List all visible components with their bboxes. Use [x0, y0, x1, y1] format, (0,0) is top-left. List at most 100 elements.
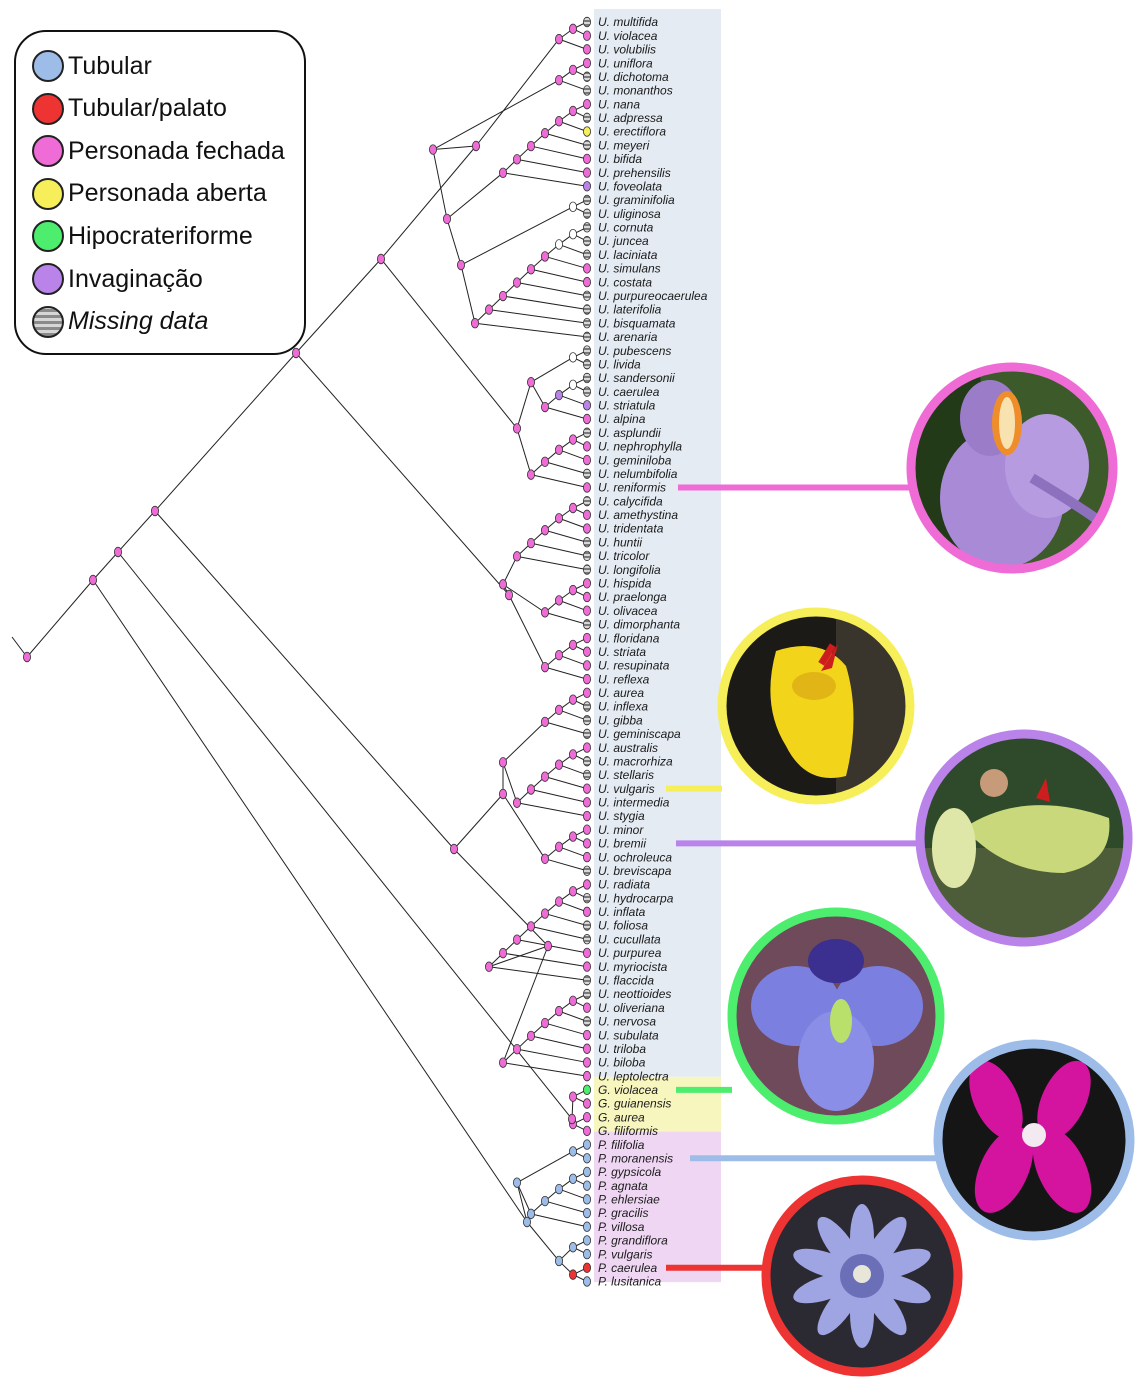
taxon-label: U. huntii [598, 535, 642, 549]
ancestral-node [555, 842, 562, 852]
taxon-label: U. biloba [598, 1056, 646, 1070]
tree-branch [517, 283, 587, 296]
tree-branch [559, 847, 587, 857]
ancestral-node [513, 935, 520, 945]
tip-marker [583, 414, 590, 424]
ancestral-node [541, 854, 548, 864]
ancestral-node [569, 640, 576, 650]
tip-marker [583, 866, 590, 876]
ancestral-node [457, 260, 464, 270]
legend-label: Tubular [68, 52, 152, 81]
taxon-label: U. bisquamata [598, 316, 676, 330]
ancestral-node [541, 1018, 548, 1028]
tip-marker [583, 661, 590, 671]
taxon-label: U. prehensilis [598, 166, 671, 180]
tree-branch [545, 859, 587, 871]
tree-branch [531, 789, 587, 802]
taxon-label: U. striatula [598, 399, 656, 413]
tree-branch [93, 580, 527, 1222]
legend-item: Tubular [32, 46, 152, 86]
tip-marker [583, 250, 590, 260]
palate-highlight [999, 397, 1015, 449]
tip-marker [583, 387, 590, 397]
flower-photo [762, 1176, 962, 1376]
taxon-label: U. purpureocaerulea [598, 289, 708, 303]
tip-marker [583, 633, 590, 643]
tree-branch [503, 296, 587, 309]
taxon-label: U. reflexa [598, 672, 650, 686]
tree-branch [559, 902, 587, 912]
tree-branch [559, 518, 587, 528]
taxon-label: U. caerulea [598, 385, 660, 399]
tree-branch [559, 39, 587, 49]
taxon-label: U. flaccida [598, 974, 654, 988]
tip-marker [583, 469, 590, 479]
taxon-label: U. geminiscapa [598, 727, 681, 741]
tree-branch [545, 1201, 587, 1213]
tip-marker [583, 1263, 590, 1273]
ancestral-node [527, 470, 534, 480]
taxon-label: U. sandersonii [598, 371, 675, 385]
tree-branch [545, 462, 587, 474]
ancestral-node [541, 1196, 548, 1206]
taxon-label: U. stellaris [598, 768, 654, 782]
tip-marker [583, 168, 590, 178]
tree-branch [489, 967, 587, 981]
taxon-label: P. ehlersiae [598, 1193, 660, 1207]
tip-marker [583, 1017, 590, 1027]
tree-branch [454, 849, 548, 946]
bud [980, 769, 1008, 797]
tip-marker [583, 318, 590, 328]
taxon-label: U. laterifolia [598, 303, 662, 317]
tip-marker [583, 373, 590, 383]
tip-marker [583, 948, 590, 958]
ancestral-node [569, 353, 576, 363]
tree-branch [296, 353, 509, 595]
tree-branch [433, 150, 447, 219]
tip-marker [583, 1153, 590, 1163]
tip-marker [583, 1071, 590, 1081]
legend-item: Invaginação [32, 259, 203, 299]
ancestral-node [443, 214, 450, 224]
tree-branch [545, 256, 587, 268]
tree-branch [503, 946, 548, 1063]
tip-marker [583, 305, 590, 315]
taxon-label: U. tricolor [598, 549, 650, 563]
ancestral-node [541, 457, 548, 467]
ancestral-node [429, 145, 436, 155]
tree-branch [559, 450, 587, 460]
tip-marker [583, 934, 590, 944]
tip-marker [583, 17, 590, 27]
taxon-label: U. inflata [598, 905, 646, 919]
ancestral-node [527, 538, 534, 548]
taxon-label: P. moranensis [598, 1151, 673, 1165]
tip-marker [583, 620, 590, 630]
legend-swatch [32, 178, 64, 210]
tip-marker [583, 86, 590, 96]
tree-branch [461, 265, 475, 323]
taxon-label: U. asplundii [598, 426, 661, 440]
taxon-label: U. graminifolia [598, 193, 675, 207]
taxon-label: U. amethystina [598, 508, 678, 522]
flower-photos [718, 363, 1134, 1376]
tree-branch [559, 655, 587, 665]
tip-marker [583, 921, 590, 931]
ancestral-node [555, 650, 562, 660]
ancestral-node [541, 608, 548, 618]
tree-branch [545, 667, 587, 679]
tip-marker [583, 976, 590, 986]
tree-branch [381, 259, 517, 428]
taxon-label: U. australis [598, 741, 658, 755]
ancestral-node [555, 75, 562, 85]
legend-swatch [32, 306, 64, 338]
ancestral-node [527, 785, 534, 795]
taxon-label: U. geminiloba [598, 453, 672, 467]
tip-marker [583, 31, 590, 41]
taxon-label: P. villosa [598, 1220, 645, 1234]
tree-branch [545, 407, 587, 419]
tip-marker [583, 332, 590, 342]
ancestral-node [499, 948, 506, 958]
upper-lip [808, 939, 864, 983]
tip-marker [583, 811, 590, 821]
